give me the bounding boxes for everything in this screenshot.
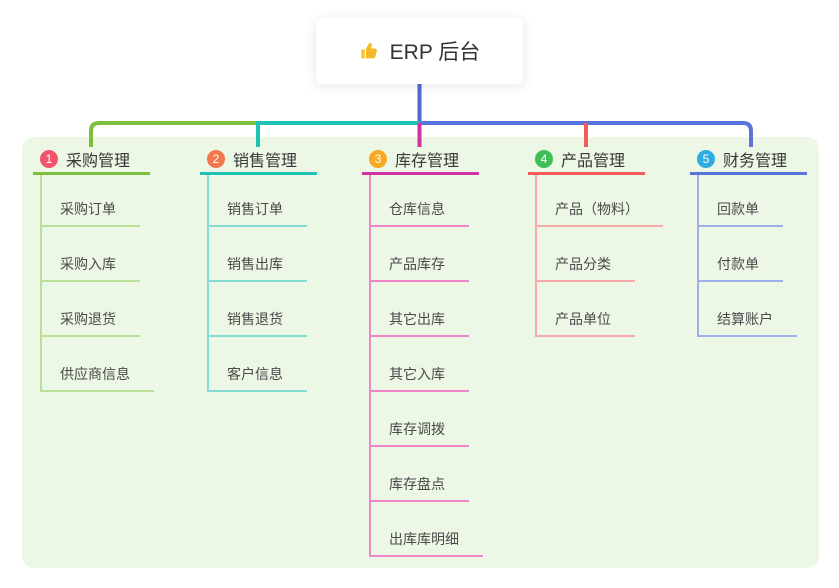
branch-inventory: 3 库存管理 仓库信息 产品库存 其它出库 其它入库 库存调拨 库存盘点 出库库… [362, 146, 483, 557]
branch-children: 采购订单 采购入库 采购退货 供应商信息 [40, 175, 154, 392]
branch-sales: 2 销售管理 销售订单 销售出库 销售退货 客户信息 [200, 146, 320, 392]
child-node[interactable]: 采购订单 [42, 199, 140, 227]
branch-node-finance[interactable]: 5 财务管理 [690, 146, 807, 175]
branch-number-badge: 1 [40, 150, 58, 168]
branch-title: 产品管理 [561, 153, 626, 170]
child-node[interactable]: 客户信息 [209, 364, 307, 392]
child-node[interactable]: 采购退货 [42, 309, 140, 337]
child-node[interactable]: 库存盘点 [371, 474, 469, 502]
branch-number-badge: 5 [697, 150, 715, 168]
child-node[interactable]: 采购入库 [42, 254, 140, 282]
branch-node-sales[interactable]: 2 销售管理 [200, 146, 317, 175]
child-node[interactable]: 产品（物料） [537, 199, 663, 227]
branch-title: 销售管理 [233, 153, 298, 170]
child-node[interactable]: 回款单 [699, 199, 783, 227]
child-node[interactable]: 供应商信息 [42, 364, 154, 392]
branch-node-purchase[interactable]: 1 采购管理 [33, 146, 150, 175]
root-node[interactable]: ERP 后台 [316, 18, 523, 84]
child-node[interactable]: 产品库存 [371, 254, 469, 282]
branch-purchase: 1 采购管理 采购订单 采购入库 采购退货 供应商信息 [33, 146, 154, 392]
branch-title: 库存管理 [395, 153, 460, 170]
branch-node-inventory[interactable]: 3 库存管理 [362, 146, 479, 175]
branch-children: 产品（物料） 产品分类 产品单位 [535, 175, 663, 337]
child-node[interactable]: 产品单位 [537, 309, 635, 337]
child-node[interactable]: 其它出库 [371, 309, 469, 337]
child-node[interactable]: 销售退货 [209, 309, 307, 337]
branches-background-panel [22, 137, 819, 568]
child-node[interactable]: 付款单 [699, 254, 783, 282]
branch-product: 4 产品管理 产品（物料） 产品分类 产品单位 [528, 146, 663, 337]
branch-title: 财务管理 [723, 153, 788, 170]
branch-number-badge: 4 [535, 150, 553, 168]
thumbs-up-icon [359, 40, 381, 62]
branch-number-badge: 2 [207, 150, 225, 168]
branch-title: 采购管理 [66, 153, 131, 170]
child-node[interactable]: 销售订单 [209, 199, 307, 227]
branch-children: 销售订单 销售出库 销售退货 客户信息 [207, 175, 320, 392]
child-node[interactable]: 出库库明细 [371, 529, 483, 557]
branch-finance: 5 财务管理 回款单 付款单 结算账户 [690, 146, 810, 337]
branch-children: 回款单 付款单 结算账户 [697, 175, 810, 337]
child-node[interactable]: 仓库信息 [371, 199, 469, 227]
root-title: ERP 后台 [389, 41, 481, 64]
branch-number-badge: 3 [369, 150, 387, 168]
child-node[interactable]: 结算账户 [699, 309, 797, 337]
child-node[interactable]: 其它入库 [371, 364, 469, 392]
child-node[interactable]: 销售出库 [209, 254, 307, 282]
branch-node-product[interactable]: 4 产品管理 [528, 146, 645, 175]
branch-children: 仓库信息 产品库存 其它出库 其它入库 库存调拨 库存盘点 出库库明细 [369, 175, 483, 557]
child-node[interactable]: 库存调拨 [371, 419, 469, 447]
child-node[interactable]: 产品分类 [537, 254, 635, 282]
